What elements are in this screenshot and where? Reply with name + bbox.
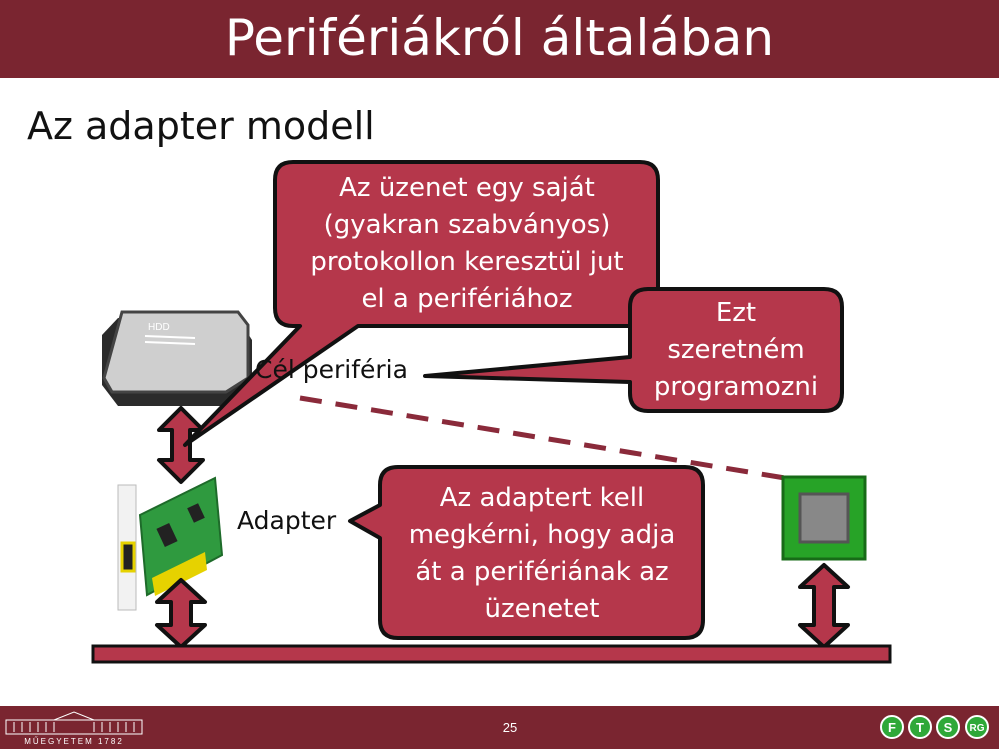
program-callout [423,287,844,413]
protocol-callout-text: Az üzenet egy saját (gyakran szabványos)… [310,173,624,314]
logo-letter-s: S [944,720,953,735]
footer-bar [0,706,999,749]
hdd-icon [102,310,252,406]
ftsrg-logo: F T S RG [880,715,989,739]
logical-link-dashed-line [299,395,786,481]
page-number: 25 [502,720,518,735]
chip-bus-double-arrow [798,563,850,649]
adapter-callout-text: Az adaptert kell megkérni, hogy adja át … [408,483,676,624]
hdd-adapter-double-arrow [157,406,205,484]
program-callout-text: Ezt szeretném programozni [653,298,819,402]
logo-letter-f: F [888,720,896,735]
protocol-callout [183,160,660,447]
adapter-label: Adapter [237,506,337,535]
university-caption: MŰEGYETEM 1782 [24,737,124,746]
adapter-card-icon [117,476,224,611]
slide-subtitle: Az adapter modell [27,104,375,148]
system-bus [91,644,892,664]
university-building-logo: MŰEGYETEM 1782 [5,711,143,746]
logo-letter-rg: RG [970,723,985,734]
peripheral-label: Cél periféria [255,355,408,384]
peripheral-chip-icon [781,475,867,561]
slide-title: Perifériákról általában [224,9,775,67]
logo-letter-t: T [916,720,924,735]
hdd-label: HDD [148,322,170,333]
adapter-callout [348,465,705,640]
title-bar [0,0,999,78]
